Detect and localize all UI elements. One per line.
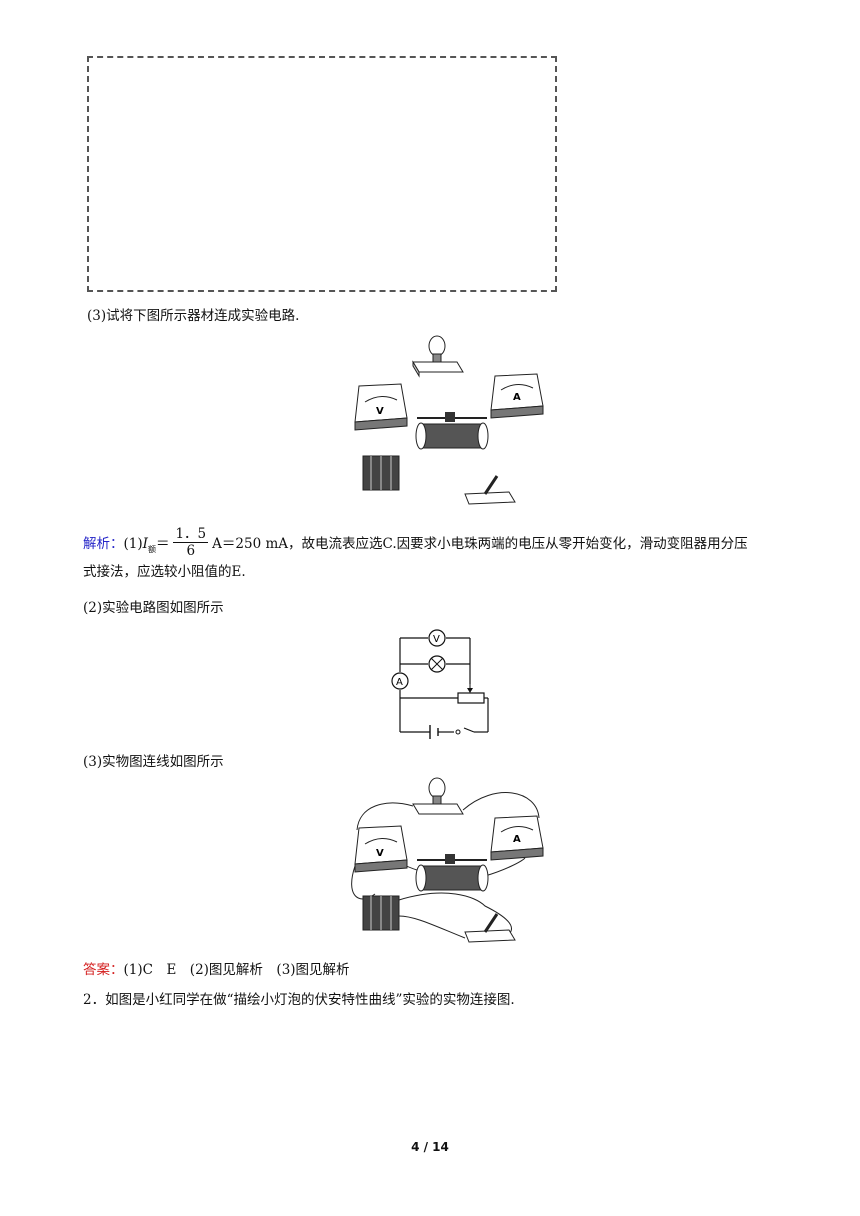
battery — [362, 455, 400, 491]
lamp-symbol — [428, 655, 446, 673]
voltmeter-symbol — [428, 629, 446, 647]
answer-label: 答案： — [83, 962, 124, 978]
svg-text:A: A — [396, 677, 403, 688]
solution-line-2: 式接法，应选较小阻值的E. — [83, 564, 246, 580]
svg-text:V: V — [433, 634, 440, 645]
answer-line: 答案：(1)C E (2)图见解析 (3)图见解析 — [83, 960, 350, 980]
answer-text: (1)C E (2)图见解析 (3)图见解析 — [123, 962, 350, 978]
question-2: 2．如图是小红同学在做“描绘小灯泡的伏安特性曲线”实验的实物连接图. — [83, 992, 515, 1008]
rheostat-symbol — [457, 692, 485, 704]
battery-symbol — [429, 725, 439, 739]
rheostat — [415, 412, 489, 450]
solution-part-2: (2)实验电路图如图所示 — [83, 600, 224, 616]
answer-drawing-box — [87, 56, 557, 292]
connected-apparatus-figure: V A — [351, 777, 544, 943]
switch-symbol — [455, 729, 461, 735]
voltmeter-letter: V — [376, 406, 384, 417]
solution-part-3: (3)实物图连线如图所示 — [83, 754, 224, 770]
ammeter: A — [490, 373, 544, 419]
question-3-prompt: (3)试将下图所示器材连成实验电路. — [87, 308, 300, 324]
ammeter-symbol — [391, 672, 409, 690]
svg-text:V: V — [376, 848, 384, 859]
circuit-diagram: V A — [391, 629, 489, 739]
ammeter-letter: A — [513, 392, 521, 403]
solution-label: 解析： — [83, 536, 124, 552]
voltmeter: V — [354, 383, 408, 431]
page-indicator: 4 / 14 — [411, 1140, 449, 1154]
apparatus-figure: V A — [354, 335, 544, 505]
switch — [464, 475, 516, 505]
lamp-board — [412, 335, 464, 378]
svg-text:A: A — [513, 834, 521, 845]
